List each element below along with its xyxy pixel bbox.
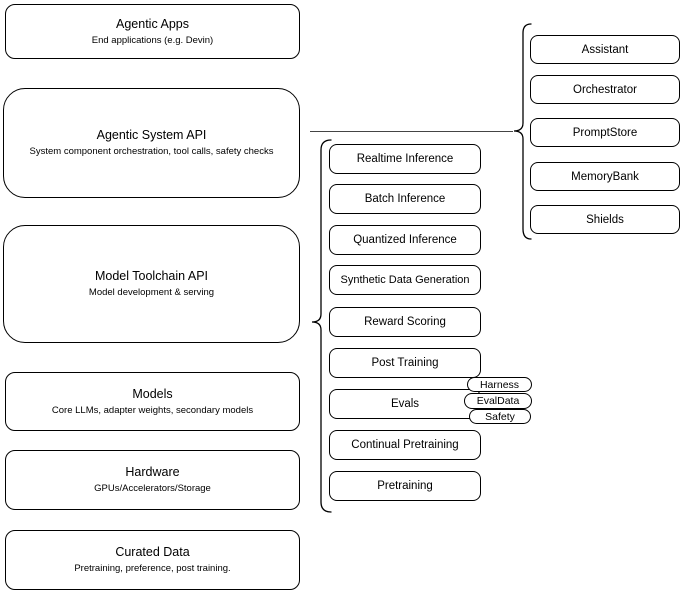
node-title: Hardware: [125, 465, 180, 480]
node-subtitle: End applications (e.g. Devin): [91, 34, 214, 46]
node-subtitle: Core LLMs, adapter weights, secondary mo…: [51, 404, 254, 416]
toolchain-item-label: Post Training: [371, 357, 439, 369]
component-memorybank: MemoryBank: [530, 162, 680, 191]
node-models: Models Core LLMs, adapter weights, secon…: [5, 372, 300, 431]
toolchain-item-realtime-inference: Realtime Inference: [329, 144, 481, 174]
toolchain-item-label: Reward Scoring: [364, 316, 446, 328]
node-subtitle: Pretraining, preference, post training.: [74, 563, 231, 575]
eval-tag-evaldata: EvalData: [464, 393, 532, 409]
node-title: Agentic Apps: [116, 16, 189, 31]
toolchain-item-quantized-inference: Quantized Inference: [329, 225, 481, 255]
node-model-toolchain-api: Model Toolchain API Model development & …: [3, 225, 300, 343]
toolchain-item-label: Realtime Inference: [356, 153, 454, 165]
node-title: Agentic System API: [96, 128, 207, 143]
node-title: Models: [132, 386, 173, 401]
node-title: Curated Data: [115, 545, 190, 560]
component-label: Shields: [586, 213, 624, 226]
node-subtitle: System component orchestration, tool cal…: [29, 146, 274, 158]
toolchain-item-evals: Evals: [329, 389, 481, 419]
eval-tag-label: EvalData: [476, 395, 520, 407]
component-label: PromptStore: [572, 126, 638, 139]
toolchain-item-continual-pretraining: Continual Pretraining: [329, 430, 481, 460]
toolchain-item-pretraining: Pretraining: [329, 471, 481, 501]
toolchain-item-label: Evals: [390, 398, 420, 410]
component-orchestrator: Orchestrator: [530, 75, 680, 104]
component-assistant: Assistant: [530, 35, 680, 64]
component-shields: Shields: [530, 205, 680, 234]
component-label: Assistant: [581, 43, 629, 56]
toolchain-item-label: Batch Inference: [364, 193, 446, 205]
node-agentic-apps: Agentic Apps End applications (e.g. Devi…: [5, 4, 300, 59]
eval-tag-label: Harness: [479, 378, 520, 391]
node-subtitle: GPUs/Accelerators/Storage: [94, 483, 211, 495]
node-curated-data: Curated Data Pretraining, preference, po…: [5, 530, 300, 590]
node-agentic-system-api: Agentic System API System component orch…: [3, 88, 300, 198]
toolchain-item-reward-scoring: Reward Scoring: [329, 307, 481, 337]
toolchain-item-synthetic-data-generation: Synthetic Data Generation: [329, 265, 481, 295]
node-subtitle: Model development & serving: [88, 287, 215, 299]
component-label: Orchestrator: [573, 83, 637, 96]
toolchain-item-label: Pretraining: [377, 480, 433, 492]
toolchain-item-label: Synthetic Data Generation: [340, 274, 470, 286]
toolchain-item-batch-inference: Batch Inference: [329, 184, 481, 214]
toolchain-item-post-training: Post Training: [329, 348, 481, 378]
node-title: Model Toolchain API: [94, 269, 209, 284]
eval-tag-harness: Harness: [467, 377, 532, 392]
eval-tag-safety: Safety: [469, 409, 531, 424]
eval-tag-label: Safety: [485, 410, 515, 423]
node-hardware: Hardware GPUs/Accelerators/Storage: [5, 450, 300, 510]
component-promptstore: PromptStore: [530, 118, 680, 147]
toolchain-item-label: Continual Pretraining: [351, 439, 459, 451]
toolchain-item-label: Quantized Inference: [353, 234, 457, 246]
component-label: MemoryBank: [571, 170, 639, 183]
components-brace: [513, 23, 532, 240]
